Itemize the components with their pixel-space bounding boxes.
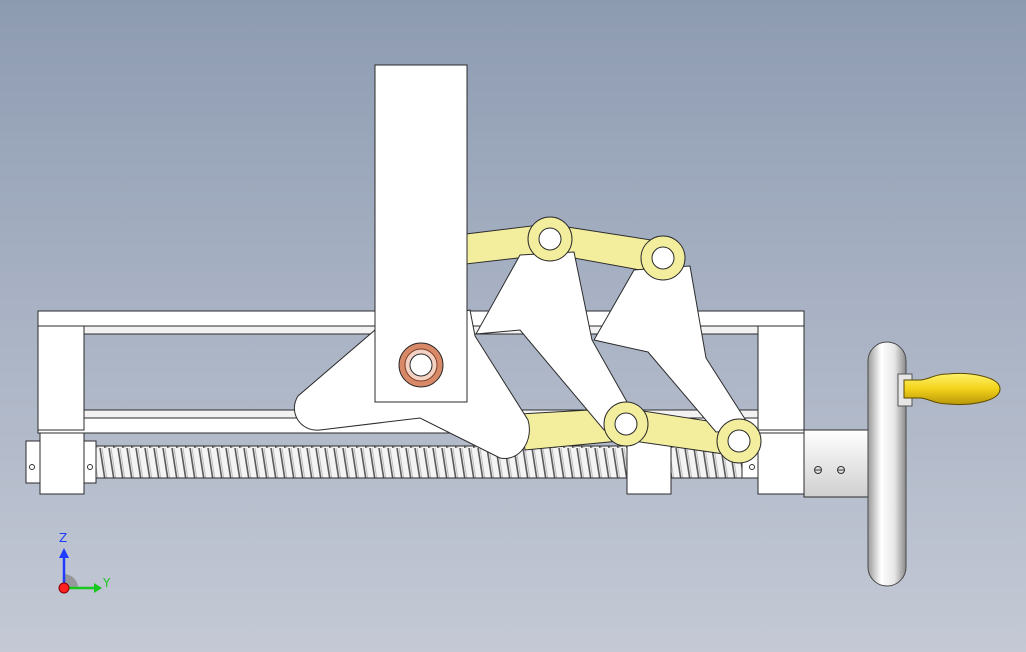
upper-pivots[interactable] xyxy=(527,216,686,281)
set-screw-icon xyxy=(29,464,35,470)
frame-right-post xyxy=(757,325,805,431)
screw-head-icon xyxy=(837,466,845,474)
screw-supports[interactable] xyxy=(39,432,805,495)
right-support-block xyxy=(757,432,805,495)
bushing[interactable] xyxy=(398,342,444,388)
shaft-housing[interactable] xyxy=(803,429,871,498)
y-axis-label: Y xyxy=(103,576,111,590)
crank-handle[interactable] xyxy=(903,373,1001,405)
set-screw-icon xyxy=(87,464,93,470)
x-axis-icon xyxy=(58,582,70,594)
handle-knob-icon xyxy=(903,373,1001,405)
set-screw-icon xyxy=(749,464,755,470)
screw-head-icon xyxy=(814,466,822,474)
lower-pivots[interactable] xyxy=(603,401,762,464)
coordinate-triad xyxy=(58,548,102,594)
handwheel[interactable] xyxy=(867,341,913,587)
left-support-block xyxy=(39,432,85,495)
z-axis-label: Z xyxy=(59,531,68,545)
frame-left-post xyxy=(37,325,85,431)
